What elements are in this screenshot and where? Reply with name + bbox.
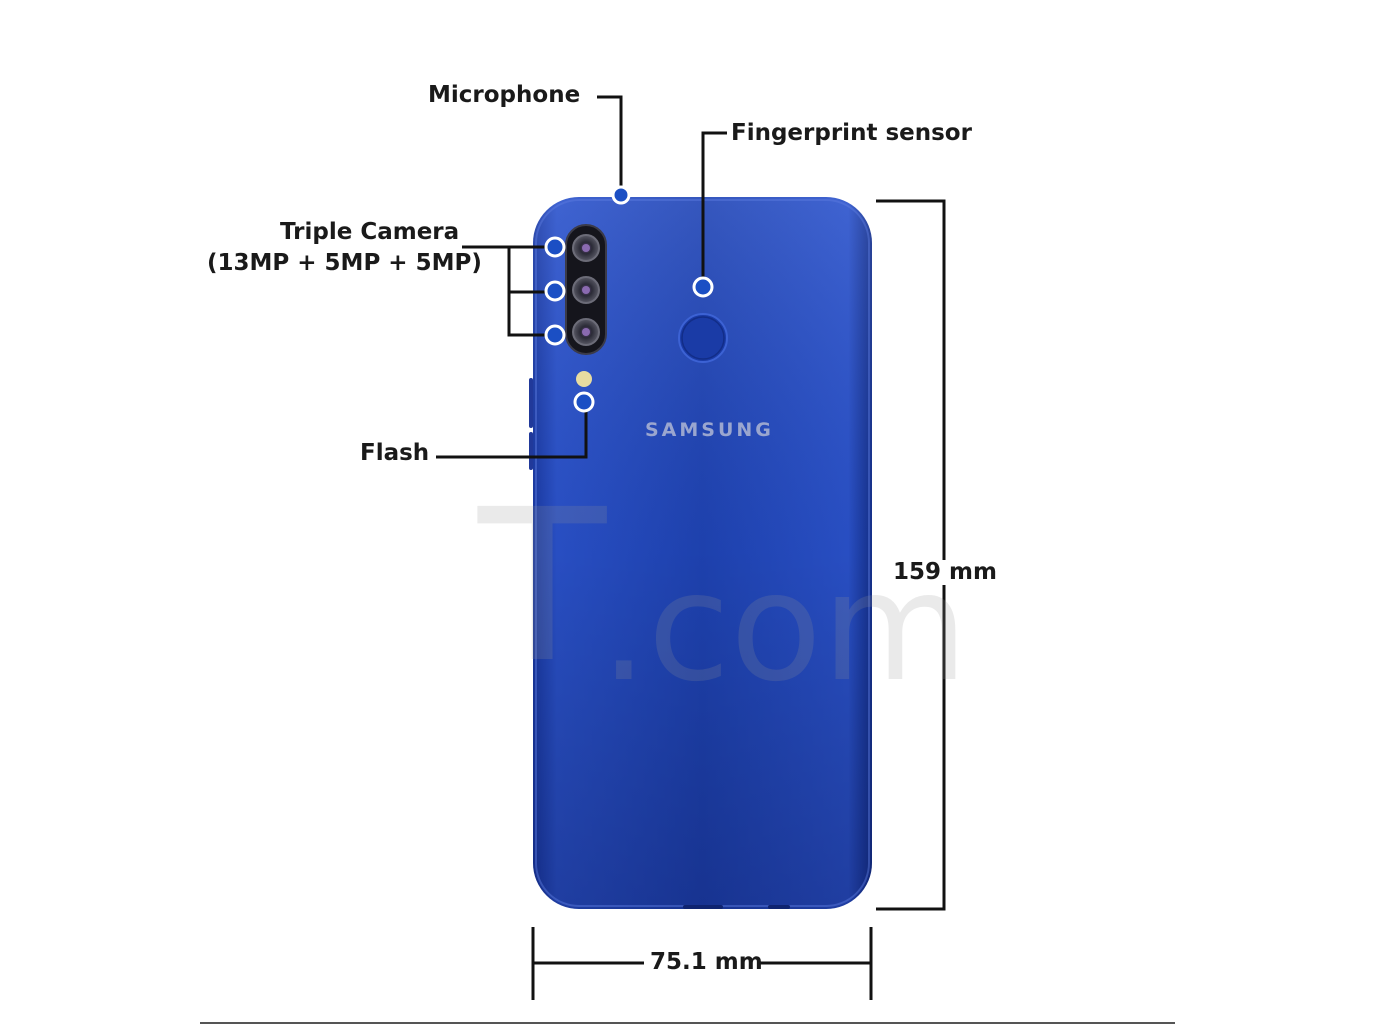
flash-leader (436, 409, 588, 459)
flash-led (576, 371, 592, 387)
fingerprint-marker (692, 276, 714, 298)
camera-marker (544, 236, 566, 258)
microphone-label: Microphone (428, 82, 581, 108)
camera-marker (544, 324, 566, 346)
phone-body (533, 197, 872, 909)
microphone-marker (611, 185, 631, 205)
side-button (529, 432, 533, 470)
side-button (529, 378, 533, 428)
camera-marker (544, 280, 566, 302)
camera-module (565, 224, 607, 355)
leader-lines (436, 95, 946, 1000)
fingerprint-sensor (678, 313, 728, 363)
height-label: 159 mm (893, 559, 997, 585)
bottom-port (768, 905, 790, 909)
fingerprint-leader (701, 131, 727, 280)
height-bracket (876, 199, 946, 560)
camera-label: Triple Camera (280, 219, 460, 245)
width-label: 75.1 mm (650, 949, 763, 975)
brand-logo: SAMSUNG (645, 419, 774, 441)
fingerprint-label: Fingerprint sensor (731, 120, 972, 146)
flash-marker (573, 391, 595, 413)
marker-dots (544, 185, 714, 413)
camera-leader (507, 247, 549, 337)
height-bracket (876, 585, 946, 911)
flash-label: Flash (360, 440, 430, 466)
bottom-port (683, 905, 723, 909)
microphone-leader (597, 95, 623, 188)
camera-detail-label: (13MP + 5MP + 5MP) (207, 250, 482, 276)
